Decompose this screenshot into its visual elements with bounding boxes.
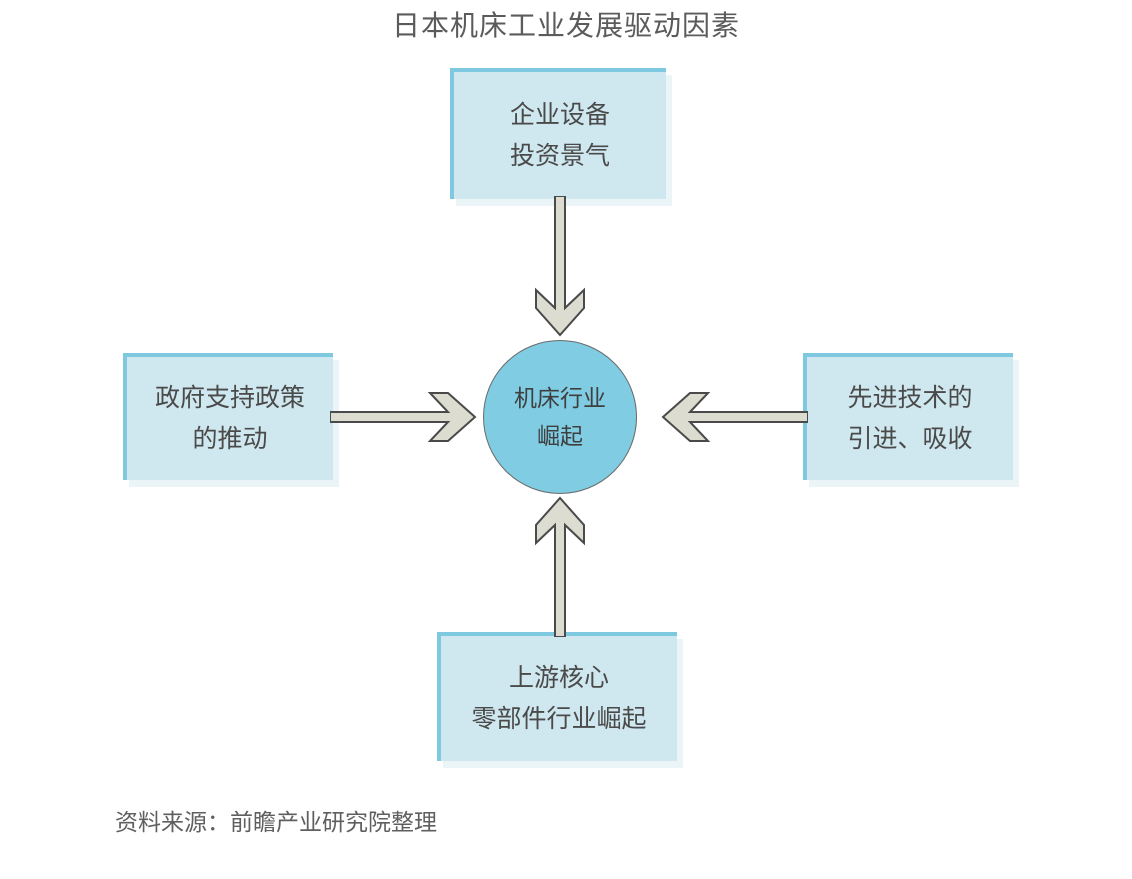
center-node-line-2: 崛起 xyxy=(537,423,583,449)
driver-box-left[interactable]: 政府支持政策 的推动 xyxy=(123,353,333,480)
arrow-right-icon xyxy=(330,392,477,442)
driver-box-right[interactable]: 先进技术的 引进、吸收 xyxy=(803,353,1013,480)
arrow-up-icon xyxy=(535,496,585,637)
arrow-down-icon xyxy=(535,196,585,337)
driver-box-bottom-line-1: 上游核心 xyxy=(508,663,609,692)
center-node[interactable]: 机床行业 崛起 xyxy=(483,340,637,494)
driver-box-bottom[interactable]: 上游核心 零部件行业崛起 xyxy=(437,632,677,761)
driver-box-bottom-line-2: 零部件行业崛起 xyxy=(471,704,647,733)
driver-box-left-line-1: 政府支持政策 xyxy=(154,383,305,412)
driver-box-top-line-1: 企业设备 xyxy=(509,100,610,129)
driver-box-right-line-2: 引进、吸收 xyxy=(847,424,973,453)
driver-box-top-line-2: 投资景气 xyxy=(509,141,610,170)
driver-box-top[interactable]: 企业设备 投资景气 xyxy=(450,68,666,199)
driver-box-right-line-1: 先进技术的 xyxy=(847,383,973,412)
diagram-title: 日本机床工业发展驱动因素 xyxy=(391,10,740,41)
driver-box-left-line-2: 的推动 xyxy=(192,424,268,453)
source-note: 资料来源：前瞻产业研究院整理 xyxy=(115,809,437,835)
arrow-left-icon xyxy=(661,392,808,442)
center-node-line-1: 机床行业 xyxy=(514,385,606,411)
